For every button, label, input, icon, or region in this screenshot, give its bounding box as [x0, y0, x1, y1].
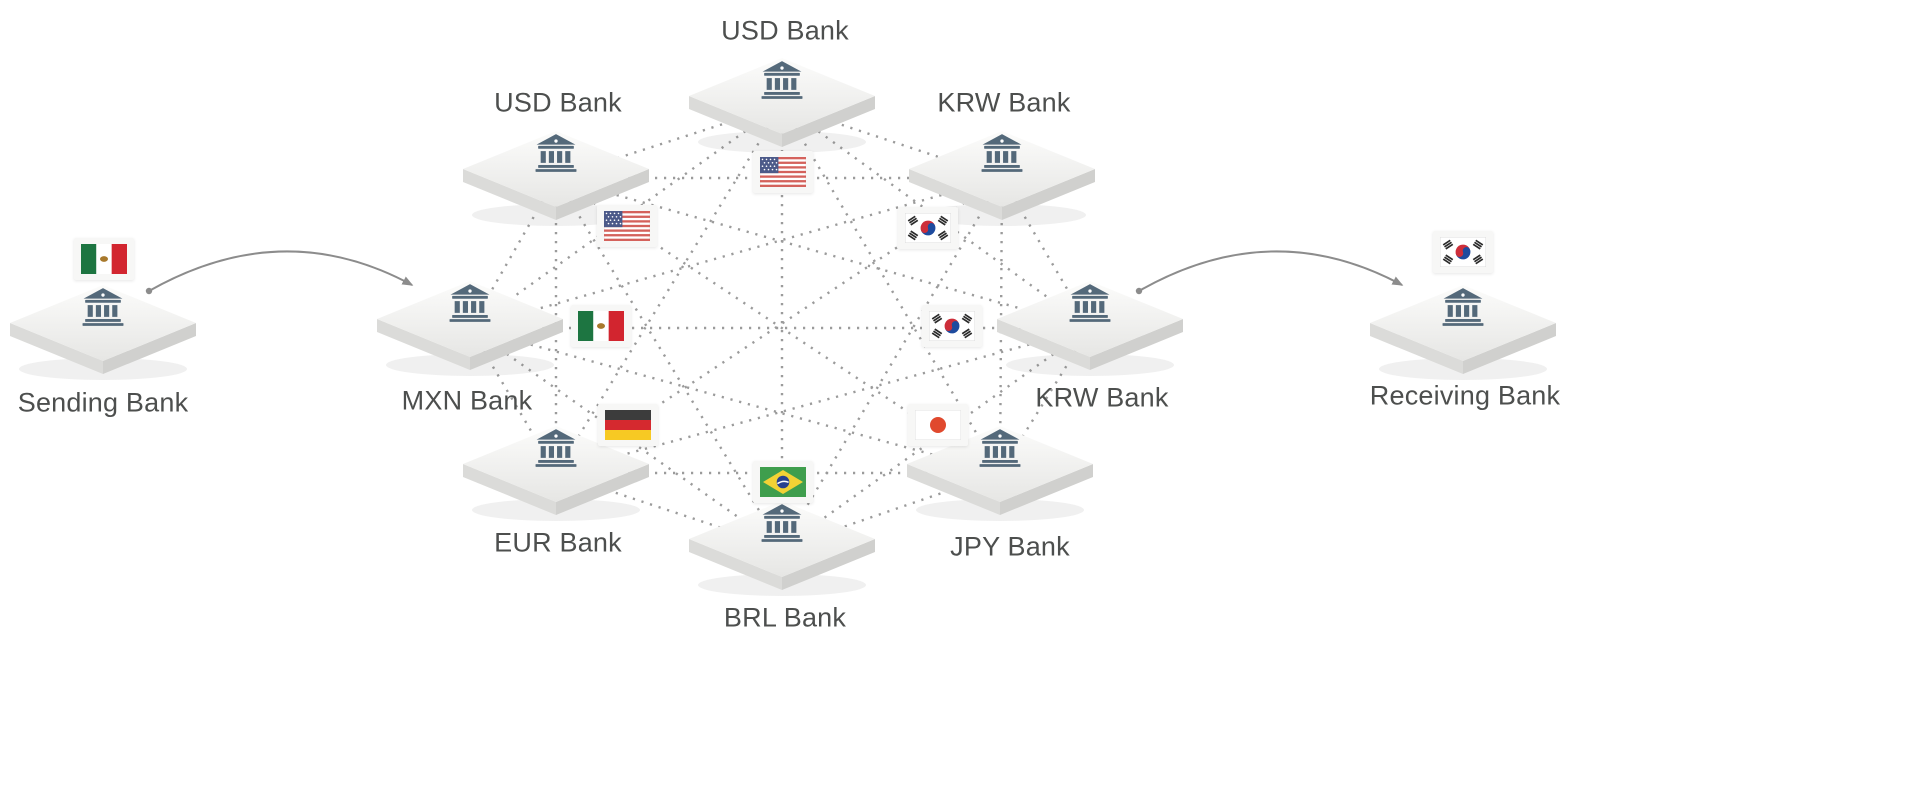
label-usd-bank-upper-left: USD Bank — [494, 87, 622, 118]
label-jpy-bank: JPY Bank — [950, 531, 1070, 562]
left-transfer-arrow — [148, 250, 414, 292]
label-usd-bank-top: USD Bank — [721, 15, 849, 46]
bank-building-icon — [1442, 288, 1484, 326]
south-korea-flag-icon — [1433, 231, 1493, 273]
edge-usd-top-usd-left — [555, 103, 783, 180]
bank-building-icon — [981, 134, 1023, 172]
bank-building-icon — [535, 134, 577, 172]
bank-building-icon — [82, 288, 124, 326]
edge-krw-right-eur — [555, 326, 1091, 475]
node-sending-bank — [8, 283, 198, 381]
node-usd-bank-top — [687, 56, 877, 154]
node-receiving-bank — [1368, 283, 1558, 381]
bank-building-icon — [449, 284, 491, 322]
bank-building-icon — [979, 429, 1021, 467]
bank-building-icon — [1069, 284, 1111, 322]
node-krw-bank-right — [995, 279, 1185, 377]
south-korea-flag-icon — [898, 207, 958, 249]
bank-building-icon — [761, 61, 803, 99]
node-mxn-bank — [375, 279, 565, 377]
brazil-flag-icon — [753, 461, 813, 503]
bank-building-icon — [761, 504, 803, 542]
label-mxn-bank: MXN Bank — [401, 385, 533, 416]
label-krw-bank-right: KRW Bank — [1035, 382, 1169, 413]
edge-mxn-jpy — [469, 326, 1001, 475]
node-brl-bank — [687, 499, 877, 597]
south-korea-flag-icon — [922, 305, 982, 347]
label-eur-bank: EUR Bank — [494, 527, 622, 558]
germany-flag-icon — [598, 404, 658, 446]
japan-flag-icon — [908, 404, 968, 446]
label-sending-bank: Sending Bank — [17, 387, 189, 418]
label-receiving-bank: Receiving Bank — [1369, 380, 1561, 411]
usa-flag-icon — [753, 151, 813, 193]
edge-krw-top-mxn — [469, 176, 1003, 330]
mexico-flag-icon — [74, 238, 134, 280]
right-transfer-arrow — [1138, 250, 1404, 292]
mexico-flag-icon — [571, 305, 631, 347]
usa-flag-icon — [597, 205, 657, 247]
label-krw-bank-upper-right: KRW Bank — [937, 87, 1071, 118]
label-brl-bank: BRL Bank — [723, 602, 847, 633]
edge-usd-left-brl — [554, 177, 784, 549]
bank-building-icon — [535, 429, 577, 467]
